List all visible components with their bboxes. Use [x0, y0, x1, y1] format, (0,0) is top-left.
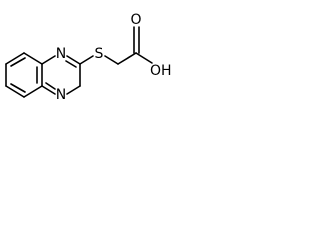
bond-carboxyl-hydroxyl [135, 52, 153, 64]
atom-oxygen-carbonyl-label: O [130, 12, 141, 28]
bond-ch2-carboxyl [117, 52, 137, 65]
bond-n-upper-c2-inner [65, 60, 77, 68]
bond-c5-c6 [5, 52, 25, 65]
bond-n-lower-c8a-inner [45, 82, 56, 90]
atom-hydroxyl-label: OH [150, 63, 172, 79]
bond-c8-c8a [23, 85, 43, 98]
bond-sulfur-ch2 [104, 55, 119, 65]
bond-c2-sulfur [79, 55, 94, 65]
molecule-structure: N N S O OH [5, 12, 172, 103]
side-chain [79, 26, 153, 65]
pyrazine-ring [41, 55, 81, 95]
benzene-ring [5, 52, 43, 98]
bond-n-upper-c2 [66, 55, 81, 65]
bond-c7-c8-inner [10, 83, 26, 93]
atom-n-lower-label: N [56, 87, 66, 103]
atom-n-upper-label: N [56, 46, 66, 62]
bond-c5-c6-inner [10, 57, 26, 67]
bond-c3-n-lower [66, 85, 81, 95]
bond-c7-c8 [5, 85, 25, 98]
bond-n-lower-c8a [41, 85, 56, 95]
bond-c4a-c5 [23, 52, 43, 65]
bond-c4a-n-upper [41, 55, 56, 65]
atom-sulfur-label: S [95, 46, 104, 62]
